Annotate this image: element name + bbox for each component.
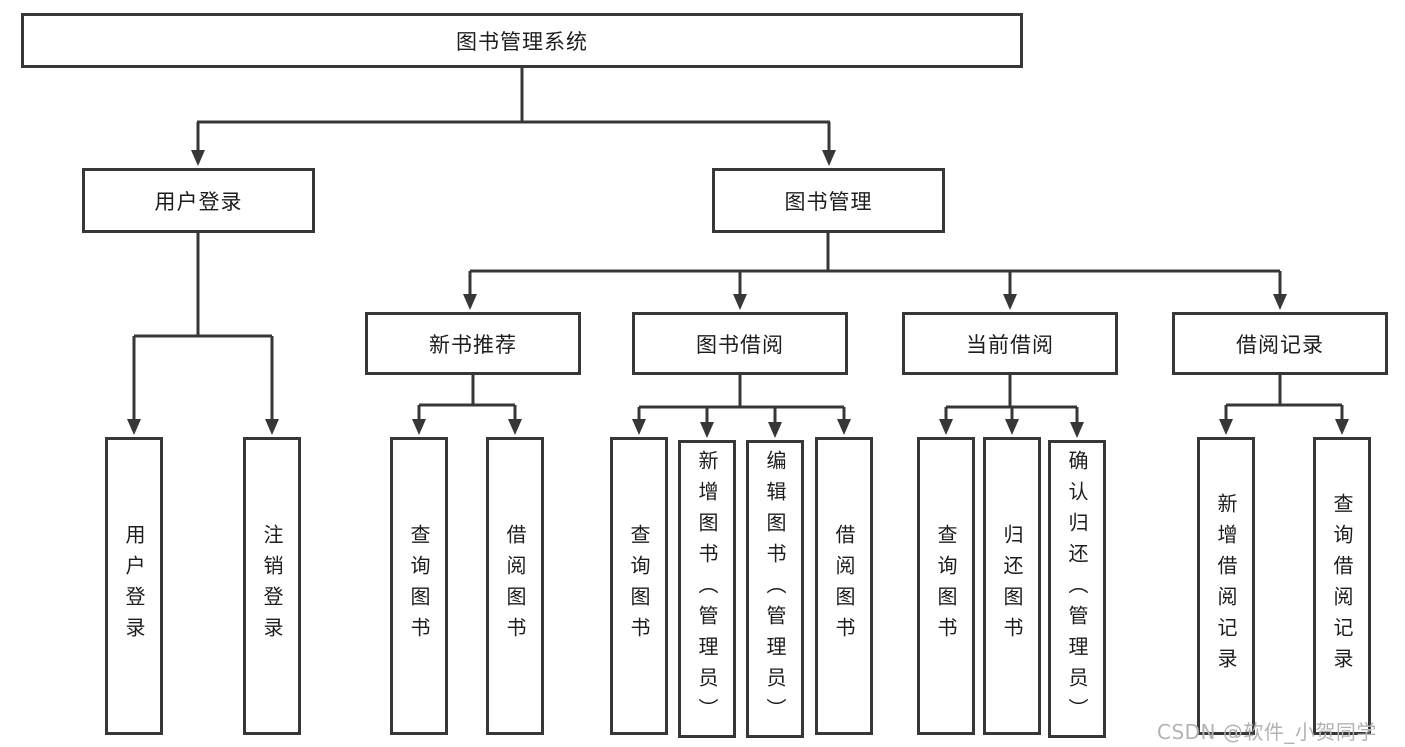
leaf-return-books: 归还图书: [983, 437, 1041, 735]
leaf-label: 借阅图书: [832, 524, 856, 648]
node-borrow-records: 借阅记录: [1172, 312, 1388, 375]
node-current-borrowing: 当前借阅: [902, 312, 1118, 375]
leaf-label: 新增借阅记录: [1214, 493, 1238, 679]
node-label: 借阅记录: [1236, 332, 1324, 357]
leaf-edit-books-admin: 编辑图书（管理员）: [746, 440, 804, 738]
leaf-borrow-books-newbooks: 借阅图书: [486, 437, 544, 735]
leaf-label: 查询借阅记录: [1330, 493, 1354, 679]
node-label: 当前借阅: [966, 332, 1054, 357]
leaf-label: 新增图书（管理员）: [695, 449, 719, 729]
node-label: 新书推荐: [429, 332, 517, 357]
leaf-query-borrow-record: 查询借阅记录: [1313, 437, 1371, 735]
leaf-user-login: 用户登录: [105, 437, 163, 735]
leaf-label: 归还图书: [1000, 524, 1024, 648]
node-label: 图书管理系统: [456, 29, 588, 54]
leaf-query-books-newbooks: 查询图书: [390, 437, 448, 735]
leaf-confirm-return-admin: 确认归还（管理员）: [1048, 440, 1106, 738]
leaf-label: 编辑图书（管理员）: [763, 449, 787, 729]
leaf-label: 注销登录: [260, 524, 284, 648]
node-user-login-branch: 用户登录: [82, 168, 315, 233]
leaf-query-books-current: 查询图书: [917, 437, 975, 735]
node-label: 图书借阅: [696, 332, 784, 357]
leaf-add-borrow-record: 新增借阅记录: [1197, 437, 1255, 735]
leaf-logout: 注销登录: [243, 437, 301, 735]
leaf-borrow-books-borrowing: 借阅图书: [815, 437, 873, 735]
csdn-watermark: CSDN @软件_小贺同学: [1157, 720, 1377, 744]
leaf-label: 借阅图书: [503, 524, 527, 648]
leaf-label: 查询图书: [934, 524, 958, 648]
node-new-book-recommend: 新书推荐: [365, 312, 581, 375]
leaf-query-books-borrowing: 查询图书: [610, 437, 668, 735]
node-label: 用户登录: [154, 189, 243, 214]
node-book-borrowing: 图书借阅: [632, 312, 848, 375]
leaf-label: 用户登录: [122, 524, 146, 648]
leaf-label: 确认归还（管理员）: [1065, 449, 1089, 729]
leaf-label: 查询图书: [407, 524, 431, 648]
leaf-label: 查询图书: [627, 524, 651, 648]
node-label: 图书管理: [784, 189, 873, 214]
leaf-add-books-admin: 新增图书（管理员）: [678, 440, 736, 738]
node-book-management-branch: 图书管理: [712, 168, 945, 233]
node-root-system: 图书管理系统: [21, 13, 1023, 68]
